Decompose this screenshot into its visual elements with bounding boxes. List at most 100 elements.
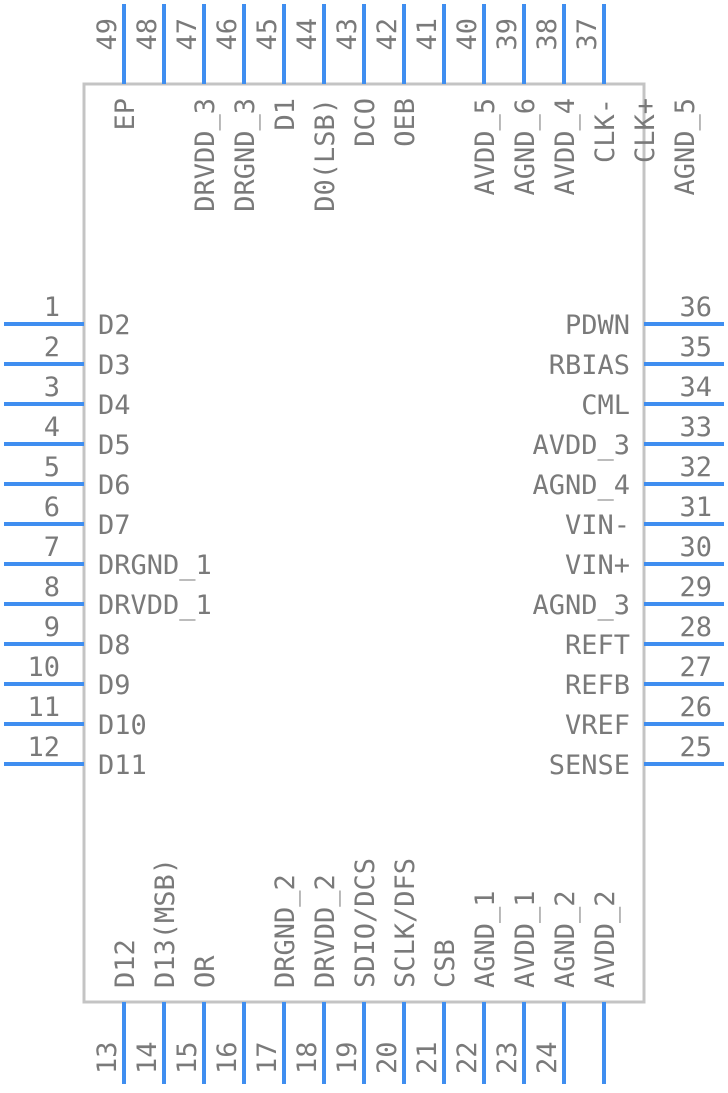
pin-21-name: CSB: [430, 939, 461, 988]
ic-body: [82, 82, 646, 1004]
pin-4-number: 4: [44, 412, 60, 443]
pin-7-name: DRGND_1: [98, 550, 212, 581]
pin-11-number: 11: [27, 692, 60, 723]
pin-15-number: 15: [172, 1041, 203, 1074]
pin-22-name: AGND_1: [470, 890, 501, 988]
pin-35-name: RBIAS: [549, 350, 630, 381]
pin-18-name: DRVDD_2: [310, 874, 341, 988]
bottom-pin-group: 13 D12 14 D13(MSB) 15 OR 16 17 DRGND_2 18 DRVDD_2 1…: [92, 858, 621, 1084]
pin-45-name: D1: [270, 98, 301, 131]
pin-39-number: 39: [492, 18, 523, 51]
pin-20-number: 20: [372, 1041, 403, 1074]
pin-bottom-12-name: AVDD_2: [590, 890, 621, 988]
pin-30-number: 30: [679, 532, 712, 563]
pin-21-number: 21: [412, 1041, 443, 1074]
pin-15-name: OR: [190, 955, 221, 988]
pin-3-name: D4: [98, 390, 131, 421]
pin-38-number: 38: [532, 18, 563, 51]
pin-41-number: 41: [412, 18, 443, 51]
pin-25-number: 25: [679, 732, 712, 763]
pin-33-number: 33: [679, 412, 712, 443]
pin-22-number: 22: [452, 1041, 483, 1074]
pin-27-name: REFB: [565, 670, 630, 701]
pin-47-name: DRVDD_3: [190, 98, 221, 212]
pin-17-number: 17: [252, 1041, 283, 1074]
pin-42-number: 42: [372, 18, 403, 51]
pin-29-name: AGND_3: [532, 590, 630, 621]
pin-34-name: CML: [581, 390, 630, 421]
pin-10-number: 10: [27, 652, 60, 683]
pin-1-number: 1: [44, 292, 60, 323]
pin-4-name: D5: [98, 430, 131, 461]
pin-19-name: SDIO/DCS: [350, 858, 381, 988]
pin-46-number: 46: [212, 18, 243, 51]
pin-5-number: 5: [44, 452, 60, 483]
pin-top-13-name: CLK+: [630, 98, 661, 163]
pin-46-name: DRGND_3: [230, 98, 261, 212]
pin-2-name: D3: [98, 350, 131, 381]
pin-20-name: SCLK/DFS: [390, 858, 421, 988]
pin-27-number: 27: [679, 652, 712, 683]
pin-36-name: PDWN: [565, 310, 630, 341]
pin-13-number: 13: [92, 1041, 123, 1074]
pin-16-number: 16: [212, 1041, 243, 1074]
pin-18-number: 18: [292, 1041, 323, 1074]
pin-32-number: 32: [679, 452, 712, 483]
pin-8-name: DRVDD_1: [98, 590, 212, 621]
pin-9-number: 9: [44, 612, 60, 643]
pin-24-number: 24: [532, 1041, 563, 1074]
pin-30-name: VIN+: [565, 550, 630, 581]
pin-40-name: AVDD_5: [470, 98, 501, 196]
pin-33-name: AVDD_3: [532, 430, 630, 461]
pin-19-number: 19: [332, 1041, 363, 1074]
pin-26-name: VREF: [565, 710, 630, 741]
pin-5-name: D6: [98, 470, 131, 501]
pin-7-number: 7: [44, 532, 60, 563]
pin-6-number: 6: [44, 492, 60, 523]
pin-35-number: 35: [679, 332, 712, 363]
pin-26-number: 26: [679, 692, 712, 723]
pin-44-number: 44: [292, 18, 323, 51]
pin-14-name: D13(MSB): [150, 858, 181, 988]
pin-6-name: D7: [98, 510, 131, 541]
pin-24-name: AGND_2: [550, 890, 581, 988]
pin-23-name: AVDD_1: [510, 890, 541, 988]
pin-29-number: 29: [679, 572, 712, 603]
pin-39-name: AGND_6: [510, 98, 541, 196]
pin-11-name: D10: [98, 710, 147, 741]
pin-1-name: D2: [98, 310, 131, 341]
pin-37-number: 37: [572, 18, 603, 51]
pin-2-number: 2: [44, 332, 60, 363]
pin-8-number: 8: [44, 572, 60, 603]
pin-45-number: 45: [252, 18, 283, 51]
pin-12-name: D11: [98, 750, 147, 781]
pin-23-number: 23: [492, 1041, 523, 1074]
pin-14-number: 14: [132, 1041, 163, 1074]
pin-49-number: 49: [92, 18, 123, 51]
pin-32-name: AGND_4: [532, 470, 630, 501]
pin-31-number: 31: [679, 492, 712, 523]
pin-40-number: 40: [452, 18, 483, 51]
pin-10-name: D9: [98, 670, 131, 701]
pin-3-number: 3: [44, 372, 60, 403]
pin-37-name: CLK-: [590, 98, 621, 163]
pin-42-name: OEB: [390, 98, 421, 147]
pin-12-number: 12: [27, 732, 60, 763]
pin-28-number: 28: [679, 612, 712, 643]
right-pin-group: 36PDWN35RBIAS34CML33AVDD_332AGND_431VIN-…: [532, 292, 724, 781]
pin-31-name: VIN-: [565, 510, 630, 541]
pin-9-name: D8: [98, 630, 131, 661]
pin-47-number: 47: [172, 18, 203, 51]
pin-43-name: DCO: [350, 98, 381, 147]
pin-25-name: SENSE: [549, 750, 630, 781]
pin-36-number: 36: [679, 292, 712, 323]
pin-17-name: DRGND_2: [270, 874, 301, 988]
pin-38-name: AVDD_4: [550, 98, 581, 196]
pin-13-name: D12: [110, 939, 141, 988]
pin-48-number: 48: [132, 18, 163, 51]
pin-44-name: D0(LSB): [310, 98, 341, 212]
pin-top-14-name: AGND_5: [670, 98, 701, 196]
